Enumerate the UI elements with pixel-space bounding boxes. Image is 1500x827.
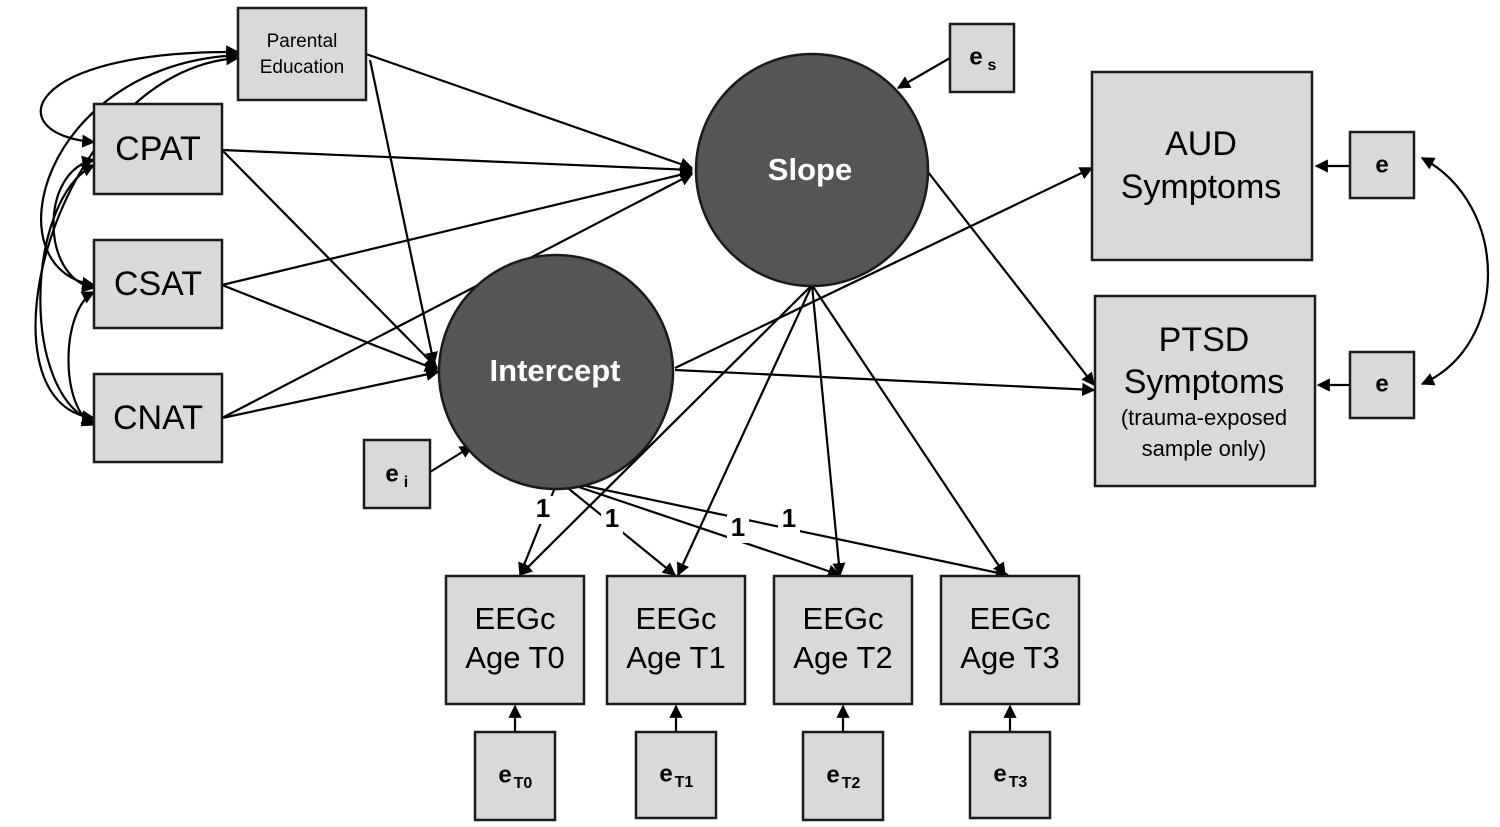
load-slope-t2 [810,284,846,577]
error-intercept-label: e [385,460,398,487]
load-slope-t3 [811,284,1006,577]
path-cnat-intercept [221,368,440,420]
aud-line2: Symptoms [1121,168,1282,206]
cov-csat-cnat [67,291,96,427]
cov-cpat-cnat [39,164,96,425]
node-parental-education: Parental Education [236,6,368,102]
loading-label-t3: 1 [782,503,796,533]
eeg-t1-line1: EEGc [636,601,717,636]
eeg-t1-line2: Age T1 [626,640,725,675]
node-cpat: CPAT [92,102,224,196]
loading-label-t0: 1 [536,493,550,523]
path-cnat-slope [221,173,694,419]
cov-pe-cnat [34,52,240,424]
loading-label-t1: 1 [605,503,619,533]
error-slope-sub: s [988,57,997,74]
error-paths [429,57,1489,732]
path-csat-intercept [221,283,439,372]
node-slope: Slope [694,52,930,288]
error-t1: e T1 [634,730,718,820]
eeg-t0-line2: Age T0 [465,640,564,675]
predictor-covariances [34,45,240,427]
path-intercept-aud [674,167,1094,369]
node-eeg-t1: EEGc Age T1 [605,574,747,706]
cov-e-aud-ptsd [1420,157,1489,386]
loading-paths [518,284,1010,580]
node-aud: AUD Symptoms [1090,70,1314,262]
path-csat-slope [221,168,694,287]
error-t2: e T2 [801,730,885,822]
load-slope-t1 [676,284,813,577]
eeg-t3-line2: Age T3 [960,640,1059,675]
error-t0-sub: T0 [514,775,533,792]
error-slope: e s [948,22,1016,94]
path-slope-ptsd [927,171,1095,387]
error-t3: e T3 [968,730,1052,820]
node-csat: CSAT [92,238,224,330]
path-pe-slope [365,52,694,171]
error-t1-label: e [659,760,672,787]
error-intercept: e i [362,438,432,510]
error-ptsd-label: e [1375,370,1388,397]
error-aud: e [1348,130,1416,200]
error-t3-sub: T3 [1009,774,1028,791]
path-cpat-slope [221,148,694,177]
node-ptsd: PTSD Symptoms (trauma-exposed sample onl… [1093,294,1317,488]
node-intercept: Intercept [437,253,675,491]
cov-cpat-csat [52,155,96,293]
error-t3-label: e [993,760,1006,787]
path-ei-intercept [429,445,474,473]
ptsd-line1: PTSD [1159,321,1250,359]
node-eeg-t0: EEGc Age T0 [444,574,586,706]
parental-education-line1: Parental [267,31,338,52]
path-intercept-ptsd [674,368,1096,397]
error-t0: e T0 [473,730,557,822]
slope-label: Slope [768,152,852,187]
intercept-label: Intercept [490,353,621,388]
path-pe-intercept [368,59,439,366]
eeg-t2-line1: EEGc [803,601,884,636]
load-slope-t0 [519,284,813,576]
loading-label-t2: 1 [731,512,745,542]
load-int-t0 [518,479,560,577]
error-slope-label: e [969,43,982,70]
cpat-label: CPAT [115,130,201,168]
node-eeg-t2: EEGc Age T2 [772,574,914,706]
ptsd-line4: sample only) [1142,436,1267,461]
eeg-t0-line1: EEGc [475,601,556,636]
aud-line1: AUD [1165,125,1237,163]
path-es-slope [896,57,951,89]
eeg-t2-line2: Age T2 [793,640,892,675]
csat-label: CSAT [114,265,202,303]
error-ptsd: e [1348,350,1416,420]
eeg-t3-line1: EEGc [970,601,1051,636]
error-aud-label: e [1375,151,1388,178]
ptsd-line2: Symptoms [1124,363,1285,401]
error-t2-label: e [826,761,839,788]
cnat-label: CNAT [113,399,203,437]
error-t1-sub: T1 [675,774,694,791]
error-t2-sub: T2 [842,775,861,792]
parental-education-line2: Education [260,57,345,78]
node-eeg-t3: EEGc Age T3 [939,574,1081,706]
error-intercept-sub: i [404,474,408,491]
ptsd-line3: (trauma-exposed [1121,405,1287,430]
error-t0-label: e [498,761,511,788]
node-cnat: CNAT [92,372,224,464]
regression-paths [221,52,1096,420]
